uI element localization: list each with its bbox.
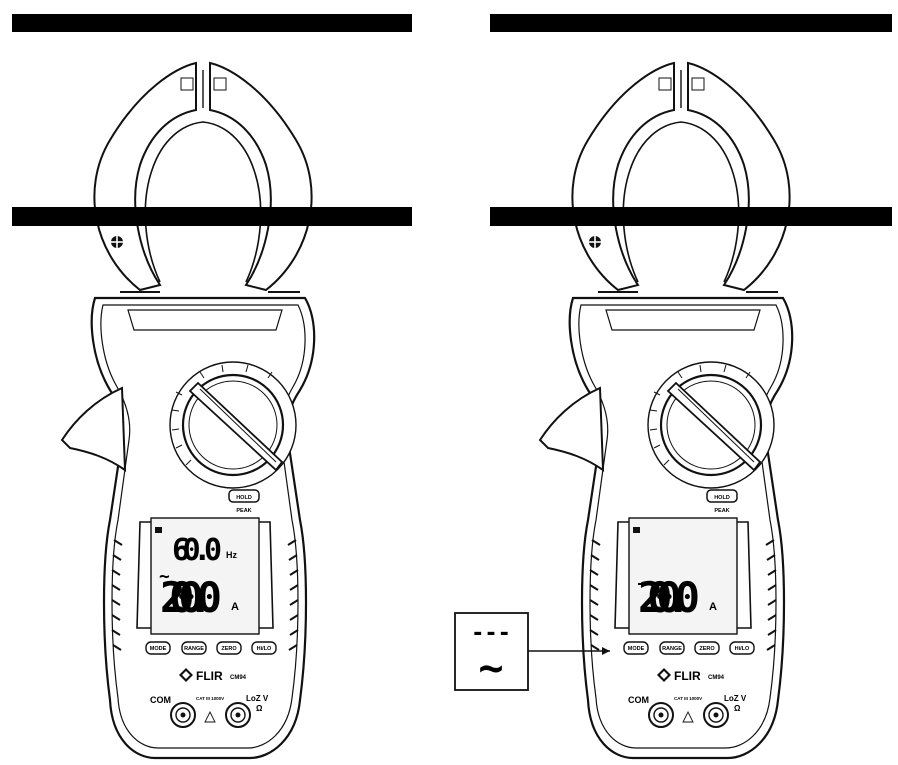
meter-left-lcd-top-value: 60.0 [172,533,222,568]
meter-right-hold-label[interactable]: HOLD [714,495,730,501]
meter-right-lcd-main-value: 200.0 [638,573,700,622]
clamp-meter-right: HOLD PEAK --- 200.0 A MODE RANGE ZERO Hi… [538,61,794,760]
top-bar-left [12,14,412,32]
meter-left-hilo-button[interactable]: Hi/LO [257,646,272,652]
meter-left-jack-v-label: LoZ V [246,694,269,703]
conductor-right [490,207,892,226]
meter-right-range-button[interactable]: RANGE [662,646,682,652]
meter-right-lcd-mode-symbol: --- [636,576,661,592]
meter-right-mode-button[interactable]: MODE [628,646,645,652]
meter-left-brand: FLIR [196,669,223,683]
meter-left-peak-label: PEAK [236,508,251,514]
meter-left-model: CM94 [230,675,247,681]
callout-ac-symbol: ~ [478,643,503,692]
meter-right-rating-text: CAT III 1000V [674,696,702,701]
meter-left-hold-label[interactable]: HOLD [236,495,252,501]
ac-dc-callout: --- ~ [454,612,610,692]
meter-right-jack-v-label: LoZ V [724,694,747,703]
meter-left-rating-text: CAT III 1000V [196,696,224,701]
meter-left-zero-button[interactable]: ZERO [221,646,237,652]
meter-left-lcd-top-unit: Hz [226,550,237,560]
meter-right-brand: FLIR [674,669,701,683]
meter-left-mode-button[interactable]: MODE [150,646,167,652]
meter-left-jack-com-label: COM [150,695,171,705]
meter-left-lcd-main-value: 200.0 [160,573,222,622]
meter-right-peak-label: PEAK [714,508,729,514]
meter-right-jack-com-label: COM [628,695,649,705]
meter-left-range-button[interactable]: RANGE [184,646,204,652]
meter-left-jack-ohm-label: Ω [256,704,263,713]
meter-right-model: CM94 [708,675,725,681]
callout-arrowhead [602,647,610,655]
meter-right-jack-ohm-label: Ω [734,704,741,713]
clamp-meter-left: HOLD PEAK 60.0 Hz ~ 200.0 A MODE RANGE Z… [60,61,316,760]
meter-left-lcd-mode-symbol: ~ [159,566,170,587]
meter-right-hilo-button[interactable]: Hi/LO [735,646,750,652]
meter-right-lcd-main-unit: A [709,601,717,613]
meter-right-zero-button[interactable]: ZERO [699,646,715,652]
callout-dc-symbol: --- [471,621,511,646]
meter-left-lcd-main-unit: A [231,601,239,613]
conductor-left [12,207,412,226]
top-bar-right [490,14,892,32]
